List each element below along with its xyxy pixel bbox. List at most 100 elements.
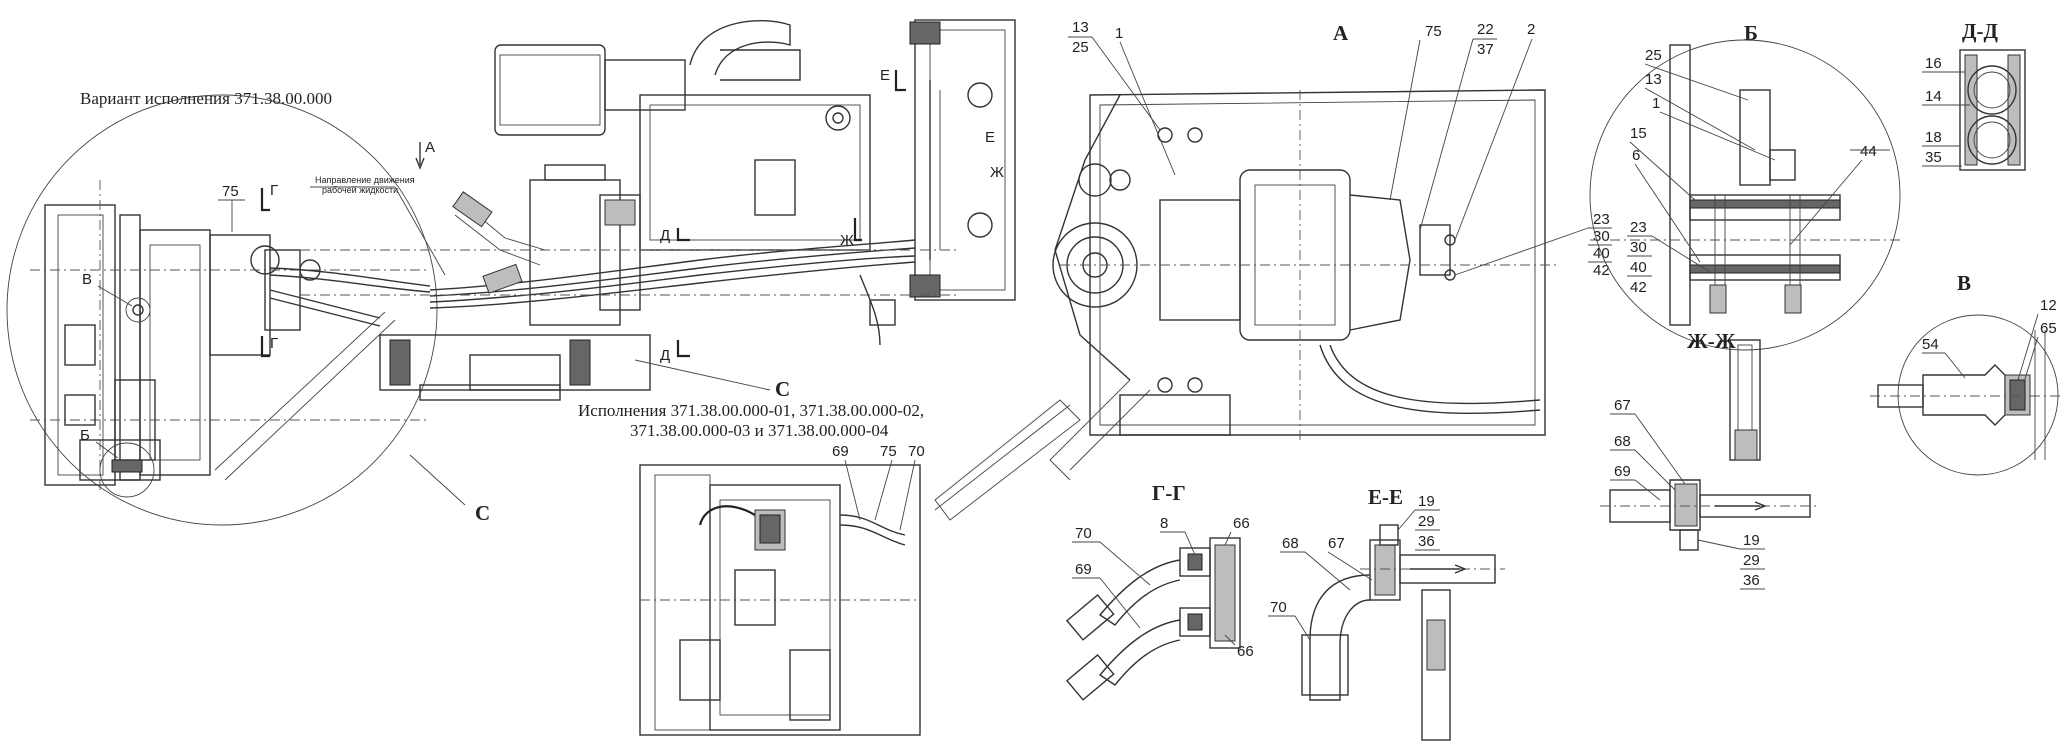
callout-B-44: 44 [1860,143,1877,160]
callout-ZhZh-29: 29 [1743,552,1760,569]
callout-stack-B: 23 30 40 42 [1627,219,1711,296]
cut-mark-C-center: С [775,377,790,401]
view-V: В 54 12 65 [1870,271,2060,476]
view-A-frame [1089,89,1546,436]
callout-B-6: 6 [1632,147,1640,164]
callout-GG-66-top: 66 [1233,515,1250,532]
detail-V-marker [125,297,151,323]
section-GG: Г-Г 8 66 70 69 66 [1065,481,1254,701]
left-frame [44,204,116,486]
callout-A-22: 22 [1477,21,1494,38]
cut-mark-V: В [82,271,92,288]
flow-direction-note-line1: Направление движения [315,175,415,185]
cut-mark-D-top: Д [660,227,670,244]
cut-mark-Zh-bottom: Ж [840,232,854,249]
callout-A-25: 25 [1072,39,1089,56]
section-label-B: Б [1744,21,1758,45]
execution-label-line1: Исполнения 371.38.00.000-01, 371.38.00.0… [578,401,924,420]
callout-B-15: 15 [1630,125,1647,142]
callout-stack-A-right: 23 30 40 42 [1454,211,1612,279]
callout-A-37: 37 [1477,41,1494,58]
callout-69-bottom: 69 [832,443,849,460]
callout-GG-70: 70 [1075,525,1092,542]
callout-GG-8: 8 [1160,515,1168,532]
callout-ZhZh-19: 19 [1743,532,1760,549]
cut-mark-D-bottom: Д [660,347,670,364]
callout-B-42: 42 [1630,279,1647,296]
variant-detail: Вариант исполнения 371.38.00.000 [6,89,490,526]
flow-direction-note-line2: рабочей жидкости [322,185,398,195]
section-label-ZhZh: Ж-Ж [1687,329,1736,353]
callout-B-1: 1 [1652,95,1660,112]
callout-DD-14: 14 [1925,88,1942,105]
callout-B-23: 23 [1630,219,1647,236]
callout-DD-35: 35 [1925,149,1942,166]
callout-EE-19: 19 [1418,493,1435,510]
cut-mark-E-mid: Е [985,129,995,146]
callout-EE-67: 67 [1328,535,1345,552]
view-B-circle [1589,39,1901,351]
section-label-V: В [1957,271,1971,295]
callout-A-42: 42 [1593,262,1610,279]
section-label-A: А [1333,21,1349,45]
variant-label: Вариант исполнения 371.38.00.000 [80,89,332,108]
callout-A-23: 23 [1593,211,1610,228]
callout-stack-ZhZh: 19 29 36 [1697,532,1765,590]
cut-mark-E-top: Е [880,67,890,84]
pipe-circle-bottom [1967,115,2017,165]
callout-EE-70: 70 [1270,599,1287,616]
callout-75-bottom: 75 [880,443,897,460]
callout-EE-36: 36 [1418,533,1435,550]
callout-B-25: 25 [1645,47,1662,64]
section-label-GG: Г-Г [1152,481,1186,505]
section-label-DD: Д-Д [1962,19,1998,43]
callout-DD-16: 16 [1925,55,1942,72]
cut-mark-Zh-top: Ж [990,164,1004,181]
callout-DD-18: 18 [1925,129,1942,146]
cut-mark-G-bottom: Г [270,335,278,352]
callout-V-54: 54 [1922,336,1939,353]
bottom-view: 69 75 70 С [639,379,1151,736]
callout-70-bottom: 70 [908,443,925,460]
callout-EE-68: 68 [1282,535,1299,552]
callout-stack-EE: 19 29 36 [1397,493,1440,551]
callout-ZhZh-36: 36 [1743,572,1760,589]
callout-ZhZh-68: 68 [1614,433,1631,450]
callout-GG-66-bottom: 66 [1237,643,1254,660]
callout-V-12: 12 [2040,297,2057,314]
view-V-circle [1897,314,2059,476]
callout-ZhZh-69: 69 [1614,463,1631,480]
filter-housing [494,44,606,136]
callout-V-65: 65 [2040,320,2057,337]
cut-mark-G-top: Г [270,182,278,199]
callout-B-40: 40 [1630,259,1647,276]
callout-EE-29: 29 [1418,513,1435,530]
cut-mark-B: Б [80,427,90,444]
callout-A-2: 2 [1527,21,1535,38]
callout-A-1: 1 [1115,25,1123,42]
execution-label-line2: 371.38.00.000-03 и 371.38.00.000-04 [630,421,889,440]
pipe-circle-top [1967,65,2017,115]
detail-B-marker [99,442,155,498]
cut-mark-A: А [425,139,435,156]
section-label-C-left: С [475,501,490,525]
variant-detail-circle [6,94,438,526]
callout-B-13: 13 [1645,71,1662,88]
callout-ZhZh-67: 67 [1614,397,1631,414]
hydraulic-motor [1239,169,1351,341]
callout-A-13: 13 [1072,19,1089,36]
view-B: Б 25 13 1 15 6 44 23 30 40 42 [1589,21,1901,351]
view-A: А 13 25 1 75 22 [1052,19,1612,440]
section-label-EE: Е-Е [1368,485,1403,509]
section-DD: Д-Д 16 14 18 35 [1922,19,2026,171]
section-EE: Е-Е 19 29 36 68 67 70 [1268,485,1505,741]
callout-75-left: 75 [222,183,239,200]
callout-GG-69: 69 [1075,561,1092,578]
callout-A-75: 75 [1425,23,1442,40]
shaft-flange [1052,222,1138,308]
section-ZhZh: Ж-Ж 67 68 69 19 29 36 [1600,329,1820,590]
main-assembly: Направление движения рабочей жидкости А … [300,19,1016,440]
callout-B-30: 30 [1630,239,1647,256]
